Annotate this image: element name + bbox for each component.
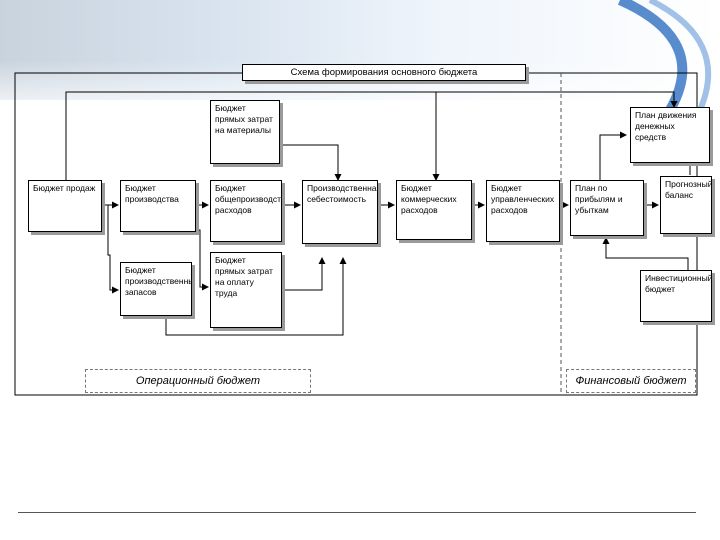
- arrow-materials-cost: [280, 144, 342, 181]
- arrow-inventory-cost: [165, 257, 347, 336]
- box-production-budget: Бюджет производства: [120, 180, 196, 232]
- arrow-production-inventory: [107, 205, 119, 294]
- arrow-sales-to-cashflow: [65, 91, 678, 180]
- box-cashflow-plan: План движения денежных средств: [630, 107, 710, 163]
- arrow-forecast-link: [689, 164, 698, 175]
- box-production-cost: Производственная себестоимость: [302, 180, 378, 244]
- arrow-invest-profit: [602, 237, 689, 270]
- box-admin-budget: Бюджет управленческих расходов: [486, 180, 560, 242]
- label-financial-budget: Финансовый бюджет: [566, 369, 696, 393]
- diagram-title: Схема формирования основного бюджета: [242, 64, 526, 81]
- arrow-profit-cashflow: [599, 131, 627, 180]
- box-materials-budget: Бюджет прямых затрат на материалы: [210, 100, 280, 164]
- label-operational-budget: Операционный бюджет: [85, 369, 311, 393]
- box-labor-budget: Бюджет прямых затрат на оплату труда: [210, 252, 282, 328]
- header-swoosh-decoration: [617, 0, 712, 110]
- box-investment-budget: Инвестиционный бюджет: [640, 270, 712, 322]
- box-profit-plan: План по прибылям и убыткам: [570, 180, 644, 236]
- arrow-production-labor: [196, 229, 209, 291]
- footer-divider: [18, 512, 696, 513]
- box-sales-budget: Бюджет продаж: [28, 180, 102, 232]
- arrow-labor-cost: [282, 257, 326, 291]
- box-inventory-budget: Бюджет производственных запасов: [120, 262, 192, 316]
- box-forecast-balance: Прогнозный баланс: [660, 176, 712, 234]
- box-commercial-budget: Бюджет коммерческих расходов: [396, 180, 472, 240]
- box-overhead-budget: Бюджет общепроизводственных расходов: [210, 180, 282, 242]
